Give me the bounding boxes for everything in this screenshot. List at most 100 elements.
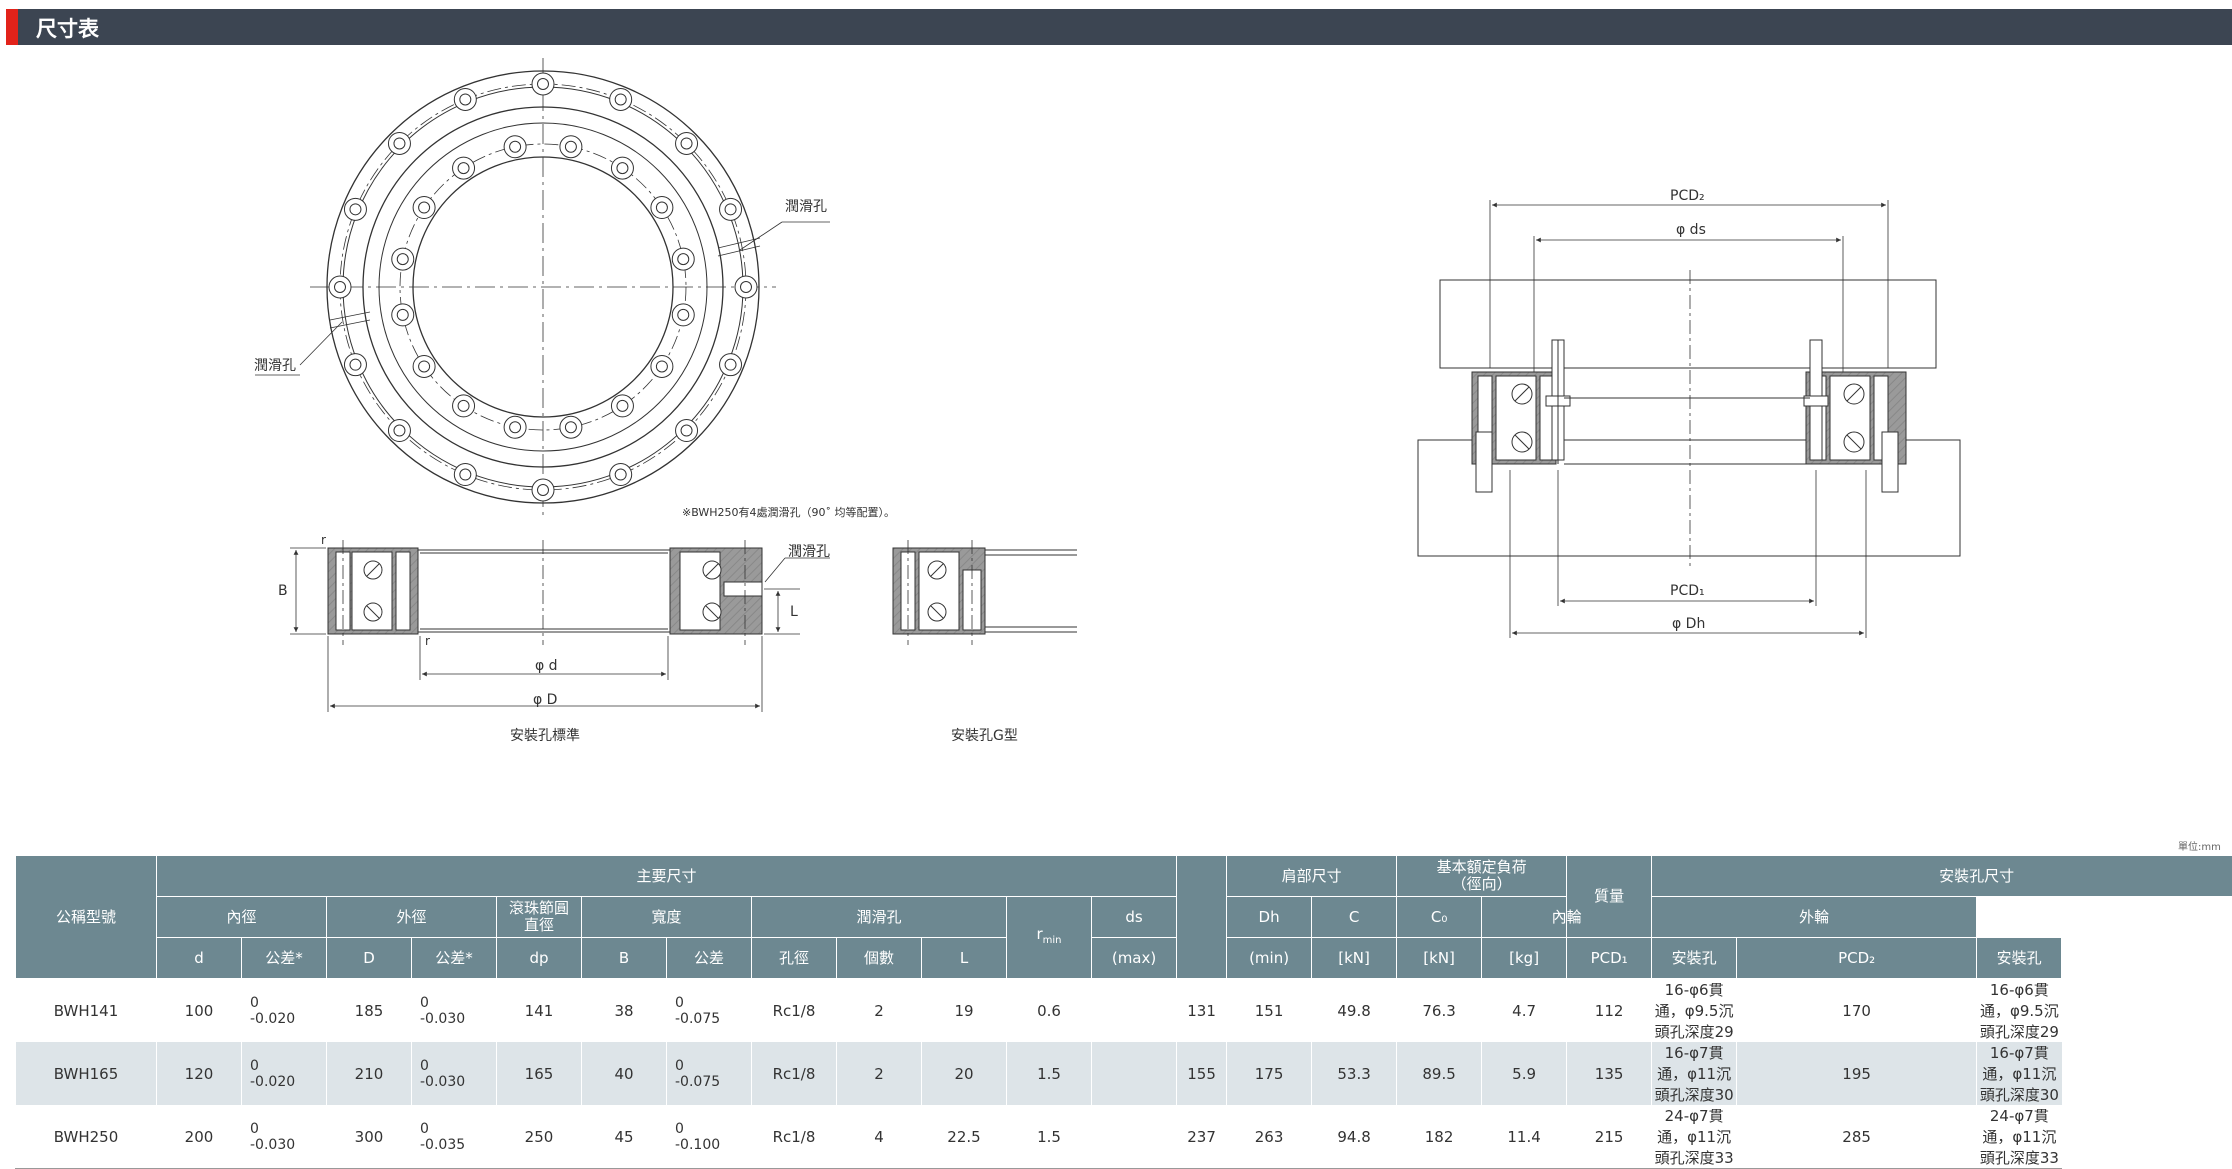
bolt-hole <box>454 88 476 110</box>
bolt-hole <box>392 248 414 270</box>
spec-table: 公稱型號 主要尺寸 肩部尺寸 基本額定負荷 （徑向） 質量 安裝孔尺寸 內徑 外… <box>15 855 2232 1169</box>
cell-dp: 165 <box>497 1042 582 1105</box>
th-bore: 孔徑 <box>752 938 837 979</box>
bolt-hole <box>392 304 414 326</box>
th-mount-holes: 安裝孔尺寸 <box>1652 856 2232 897</box>
bolt-hole <box>720 198 742 220</box>
bolt-hole <box>672 248 694 270</box>
cell-B-tol: 0-0.075 <box>667 1042 752 1105</box>
th-dh: Dh <box>1227 897 1312 938</box>
cell-dh: 263 <box>1227 1105 1312 1169</box>
section-view-standard <box>290 540 830 712</box>
section-b-label: B <box>278 583 288 599</box>
cell-dh: 151 <box>1227 979 1312 1043</box>
bolt-hole <box>560 416 582 438</box>
caption-gtype: 安裝孔G型 <box>951 728 1018 744</box>
th-pcd2: PCD₂ <box>1737 938 1977 979</box>
cell-d-tol: 0-0.020 <box>242 1042 327 1105</box>
left-lube-label: 潤滑孔 <box>254 357 296 374</box>
front-lube-label: 潤滑孔 <box>785 198 827 215</box>
cell-D: 300 <box>327 1105 412 1169</box>
bolt-hole <box>344 198 366 220</box>
th-model: 公稱型號 <box>16 856 157 979</box>
cell-L: 19 <box>922 979 1007 1043</box>
th-outer-dia: 外徑 <box>327 897 497 938</box>
cell-mass: 4.7 <box>1482 979 1567 1043</box>
bolt-hole <box>560 136 582 158</box>
table-row: BWH141 100 0-0.020 185 0-0.030 141 38 0-… <box>16 979 2232 1043</box>
caption-standard: 安裝孔標準 <box>510 728 580 744</box>
th-c-unit: [kN] <box>1312 938 1397 979</box>
cell-c0: 89.5 <box>1397 1042 1482 1105</box>
cell-c0: 76.3 <box>1397 979 1482 1043</box>
cell-mass: 11.4 <box>1482 1105 1567 1169</box>
cell-model: BWH250 <box>16 1105 157 1169</box>
cell-dh: 175 <box>1227 1042 1312 1105</box>
cell-D-tol: 0-0.030 <box>412 979 497 1043</box>
cell-pcd2: 170 <box>1737 979 1977 1043</box>
unit-note: 單位:mm <box>2178 838 2221 853</box>
th-main-dims: 主要尺寸 <box>157 856 1177 897</box>
th-d: d <box>157 938 242 979</box>
bolt-hole <box>676 132 698 154</box>
th-L: L <box>922 938 1007 979</box>
bolt-hole <box>611 157 633 179</box>
assembly-pcd2-label: PCD₂ <box>1670 188 1705 204</box>
bolt-hole <box>504 416 526 438</box>
th-shoulder: 肩部尺寸 <box>1227 856 1397 897</box>
cell-rmin: 1.5 <box>1007 1105 1092 1169</box>
th-D: D <box>327 938 412 979</box>
bolt-hole <box>453 157 475 179</box>
cell-in-hole: 16-φ7貫通，φ11沉頭孔深度30 <box>1652 1042 1737 1105</box>
cell-mass: 5.9 <box>1482 1042 1567 1105</box>
cell-in-hole: 16-φ6貫通，φ9.5沉頭孔深度29 <box>1652 979 1737 1043</box>
bolt-hole <box>651 197 673 219</box>
cell-rmin: 1.5 <box>1007 1042 1092 1105</box>
bolt-hole <box>388 420 410 442</box>
bolt-hole <box>676 420 698 442</box>
section-lube-label: 潤滑孔 <box>788 543 830 560</box>
lube-hole-note: ※BWH250有4處潤滑孔（90˚ 均等配置）。 <box>682 505 895 519</box>
bolt-hole <box>413 355 435 377</box>
cell-in-hole: 24-φ7貫通，φ11沉頭孔深度33 <box>1652 1105 1737 1169</box>
cell-c: 49.8 <box>1312 979 1397 1043</box>
cell-c0: 182 <box>1397 1105 1482 1169</box>
cell-D-tol: 0-0.035 <box>412 1105 497 1169</box>
section-l-label: L <box>790 604 798 620</box>
section-r-bottom: r <box>425 634 430 648</box>
bolt-hole <box>413 197 435 219</box>
cell-d-tol: 0-0.030 <box>242 1105 327 1169</box>
cell-B-tol: 0-0.075 <box>667 979 752 1043</box>
cell-ds: 155 <box>1177 1042 1227 1105</box>
assembly-view-drawing <box>1418 200 1960 638</box>
bolt-hole <box>453 395 475 417</box>
th-tol1: 公差* <box>242 938 327 979</box>
th-count: 個數 <box>837 938 922 979</box>
cell-pcd2: 195 <box>1737 1042 1977 1105</box>
table-row: BWH250 200 0-0.030 300 0-0.035 250 45 0-… <box>16 1105 2232 1169</box>
cell-L: 22.5 <box>922 1105 1007 1169</box>
th-load-rating: 基本額定負荷 （徑向） <box>1397 856 1567 897</box>
bolt-hole <box>610 88 632 110</box>
cell-model: BWH141 <box>16 979 157 1043</box>
assembly-pcd1-label: PCD₁ <box>1670 583 1705 599</box>
cell-pcd1: 215 <box>1567 1105 1652 1169</box>
cell-d: 120 <box>157 1042 242 1105</box>
th-B: B <box>582 938 667 979</box>
cell-spacer <box>1092 1105 1177 1169</box>
cell-dp: 141 <box>497 979 582 1043</box>
th-pitch-dia: 滾珠節圓 直徑 <box>497 897 582 938</box>
bolt-hole <box>672 304 694 326</box>
section-D-label: φ D <box>533 692 557 708</box>
cell-ds: 237 <box>1177 1105 1227 1169</box>
cell-out-hole: 16-φ7貫通，φ11沉頭孔深度30 <box>1977 1042 2062 1105</box>
th-pcd1: PCD₁ <box>1567 938 1652 979</box>
cell-B: 38 <box>582 979 667 1043</box>
th-mass-unit: [kg] <box>1482 938 1567 979</box>
th-inner-ring: 內輪 <box>1482 897 1652 938</box>
cell-B: 45 <box>582 1105 667 1169</box>
cell-rmin: 0.6 <box>1007 979 1092 1043</box>
section-d-label: φ d <box>535 658 558 674</box>
assembly-ds-label: φ ds <box>1676 222 1706 238</box>
front-view-drawing <box>255 58 830 516</box>
